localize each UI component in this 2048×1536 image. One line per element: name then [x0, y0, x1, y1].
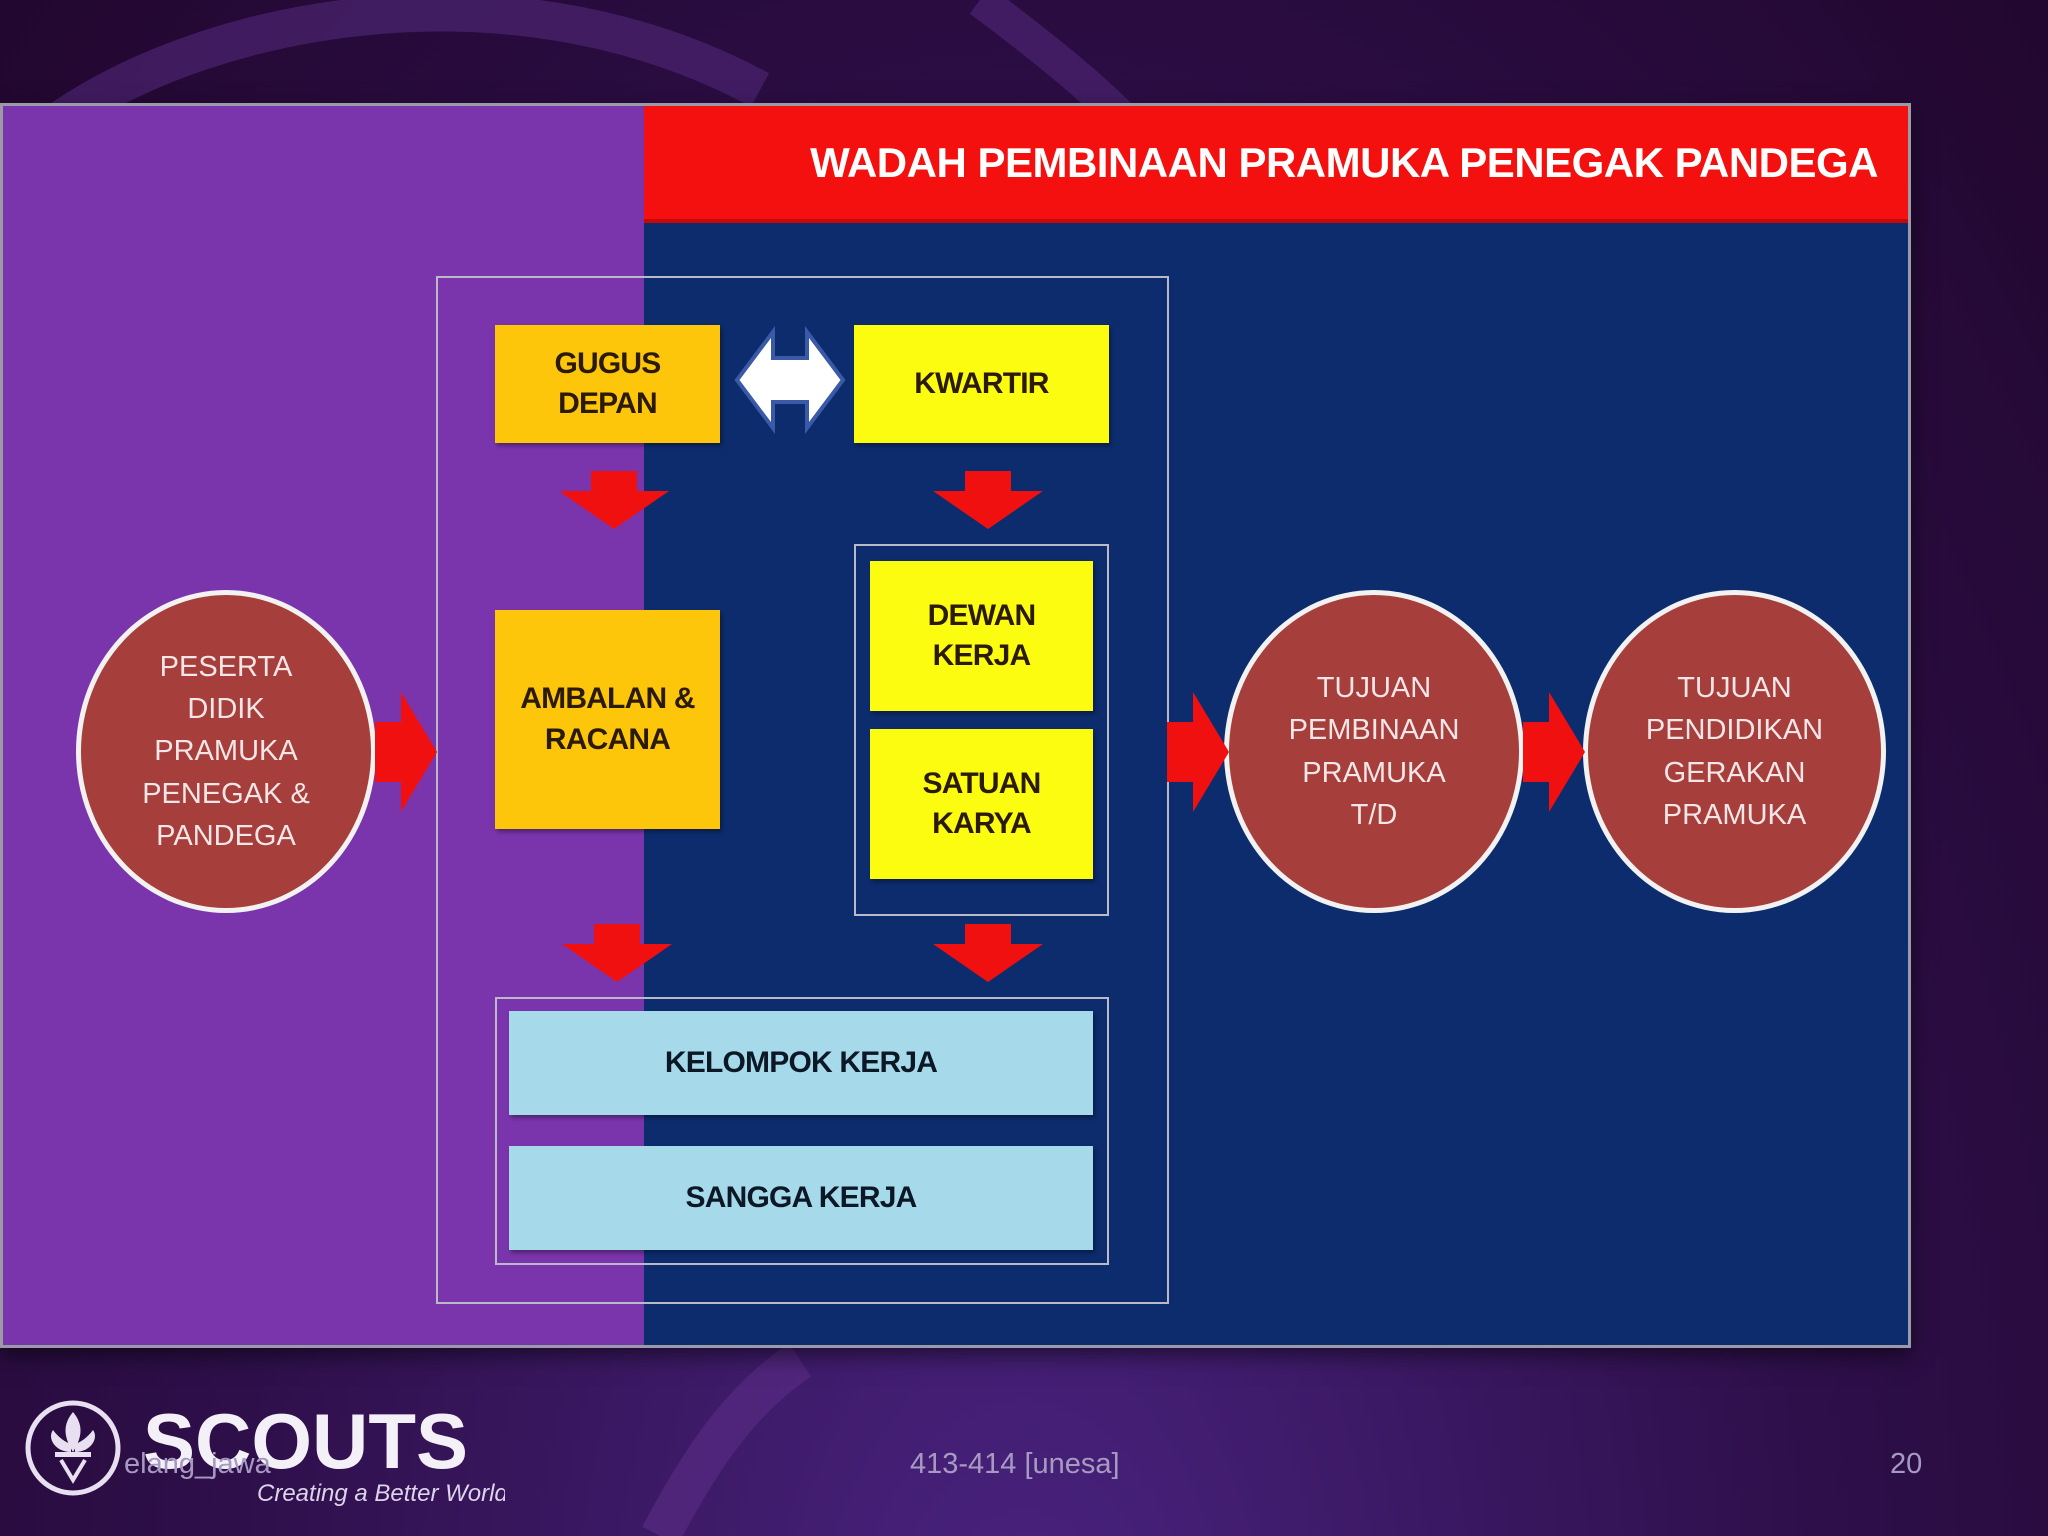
- footer-author: elang_jawa: [124, 1448, 271, 1480]
- down-arrow-icon: [562, 924, 672, 982]
- down-arrow-icon: [933, 924, 1043, 982]
- down-arrow-icon: [933, 471, 1043, 529]
- logo-tagline-text: Creating a Better World: [257, 1480, 505, 1507]
- down-arrow-icon: [559, 471, 669, 529]
- page-title: WADAH PEMBINAAN PRAMUKA PENEGAK PANDEGA: [810, 138, 1878, 186]
- diagram-panel: WADAH PEMBINAAN PRAMUKA PENEGAK PANDEGA …: [0, 103, 1911, 1348]
- right-arrow-icon: [1523, 692, 1585, 812]
- kelompok-kerja-box: KELOMPOK KERJA: [509, 1011, 1093, 1115]
- ambalan-racana-box: AMBALAN & RACANA: [495, 610, 720, 829]
- tujuan-pendidikan-circle: TUJUAN PENDIDIKAN GERAKAN PRAMUKA: [1583, 590, 1886, 913]
- right-arrow-icon: [1167, 692, 1229, 812]
- fleur-de-lis-icon: [25, 1400, 121, 1496]
- double-arrow-icon: [734, 326, 846, 434]
- kwartir-box: KWARTIR: [854, 325, 1109, 443]
- gugus-depan-box: GUGUS DEPAN: [495, 325, 720, 443]
- peserta-didik-circle: PESERTA DIDIK PRAMUKA PENEGAK & PANDEGA: [76, 590, 376, 913]
- logo-brand-text: SCOUTS: [143, 1397, 468, 1485]
- right-arrow-icon: [375, 692, 437, 812]
- scouts-logo: SCOUTS Creating a Better World: [25, 1397, 505, 1507]
- dewan-kerja-box: DEWAN KERJA: [870, 561, 1093, 711]
- satuan-karya-box: SATUAN KARYA: [870, 729, 1093, 879]
- organization-frame: [436, 276, 1169, 1304]
- sangga-kerja-box: SANGGA KERJA: [509, 1146, 1093, 1250]
- kerja-frame: [495, 997, 1109, 1265]
- footer-course: 413-414 [unesa]: [910, 1448, 1120, 1480]
- title-bar: WADAH PEMBINAAN PRAMUKA PENEGAK PANDEGA: [644, 106, 1908, 223]
- tujuan-pembinaan-circle: TUJUAN PEMBINAAN PRAMUKA T/D: [1224, 590, 1524, 913]
- page-number: 20: [1890, 1448, 1923, 1480]
- dewan-satuan-frame: [854, 544, 1109, 916]
